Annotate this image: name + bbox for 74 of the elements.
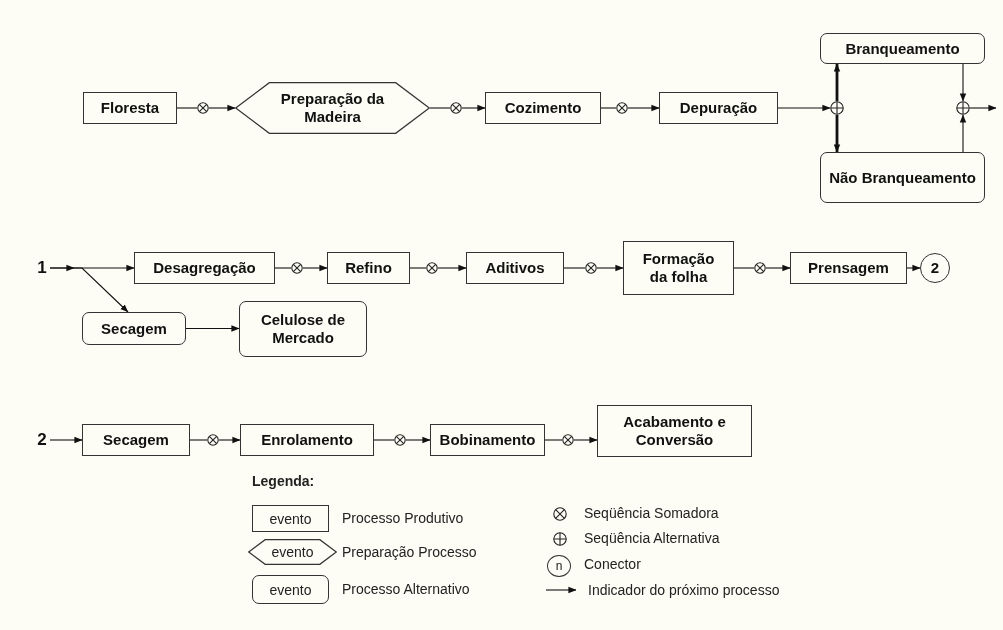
legend-label: Indicador do próximo processo xyxy=(588,582,780,598)
legend-label: Seqüência Alternativa xyxy=(584,530,720,546)
sum-junction-icon xyxy=(291,262,303,274)
arrow xyxy=(218,436,241,444)
process-box: Bobinamento xyxy=(430,424,545,456)
sum-junction-icon xyxy=(562,434,574,446)
sum-junction-icon xyxy=(616,102,628,114)
connector-line xyxy=(733,267,755,269)
alternative-process-box: Celulose de Mercado xyxy=(239,301,367,357)
connector-line xyxy=(274,267,292,269)
connector-line xyxy=(409,267,427,269)
arrow xyxy=(627,104,660,112)
sum-junction-icon xyxy=(450,102,462,114)
sum-junction-icon xyxy=(754,262,766,274)
arrow xyxy=(959,114,967,153)
process-box: Refino xyxy=(327,252,410,284)
sum-junction-icon xyxy=(585,262,597,274)
arrow xyxy=(302,264,328,272)
process-box: Prensagem xyxy=(790,252,907,284)
legend-sample-hexagon: evento xyxy=(248,539,337,565)
connector-line xyxy=(373,439,395,441)
connector-line xyxy=(563,267,586,269)
connector-number: 2 xyxy=(34,430,50,450)
process-box: Formação da folha xyxy=(623,241,734,295)
arrow xyxy=(573,436,598,444)
connector-line xyxy=(600,107,617,109)
arrow xyxy=(833,63,841,101)
alternative-process-box: Não Branqueamento xyxy=(820,152,985,203)
legend-label: Processo Produtivo xyxy=(342,510,464,526)
process-box: Floresta xyxy=(83,92,177,124)
process-box: Acabamento e Conversão xyxy=(597,405,752,457)
process-box: Cozimento xyxy=(485,92,601,124)
process-box: Enrolamento xyxy=(240,424,374,456)
legend-sample-circle: n xyxy=(547,555,571,577)
legend-label: Seqüência Somadora xyxy=(584,505,719,521)
sum-junction-icon xyxy=(197,102,209,114)
arrow xyxy=(833,115,841,153)
process-box: Aditivos xyxy=(466,252,564,284)
legend-label: Processo Alternativo xyxy=(342,581,470,597)
legend-label: Conector xyxy=(584,556,641,572)
connector-line xyxy=(429,107,451,109)
arrow xyxy=(906,264,921,272)
process-box: Desagregação xyxy=(134,252,275,284)
sum-junction-icon xyxy=(394,434,406,446)
preparation-hexagon: Preparação da Madeira xyxy=(235,82,430,134)
legend-title: Legenda: xyxy=(252,473,315,489)
alternative-process-box: Branqueamento xyxy=(820,33,985,64)
sum-junction-icon xyxy=(207,434,219,446)
process-box: Secagem xyxy=(82,424,190,456)
arrow xyxy=(437,264,467,272)
arrow xyxy=(765,264,791,272)
connector-circle: 2 xyxy=(920,253,950,283)
arrow xyxy=(959,63,967,102)
arrow xyxy=(49,267,129,313)
alternative-junction-icon xyxy=(830,101,844,115)
arrow xyxy=(969,104,997,112)
arrow xyxy=(208,104,236,112)
alternative-junction-icon xyxy=(956,101,970,115)
arrow xyxy=(185,325,240,332)
legend-sample-box: evento xyxy=(252,505,329,532)
alternative-process-box: Secagem xyxy=(82,312,186,345)
legend-label: Preparação Processo xyxy=(342,544,477,560)
arrow xyxy=(405,436,431,444)
legend-sample-rounded-box: evento xyxy=(252,575,329,604)
connector-line xyxy=(544,439,563,441)
sum-junction-icon xyxy=(426,262,438,274)
arrow xyxy=(49,436,83,444)
arrow xyxy=(596,264,624,272)
connector-line xyxy=(176,107,198,109)
connector-line xyxy=(189,439,208,441)
connector-number: 1 xyxy=(34,258,50,278)
arrow xyxy=(461,104,486,112)
arrow xyxy=(777,104,831,112)
process-box: Depuração xyxy=(659,92,778,124)
